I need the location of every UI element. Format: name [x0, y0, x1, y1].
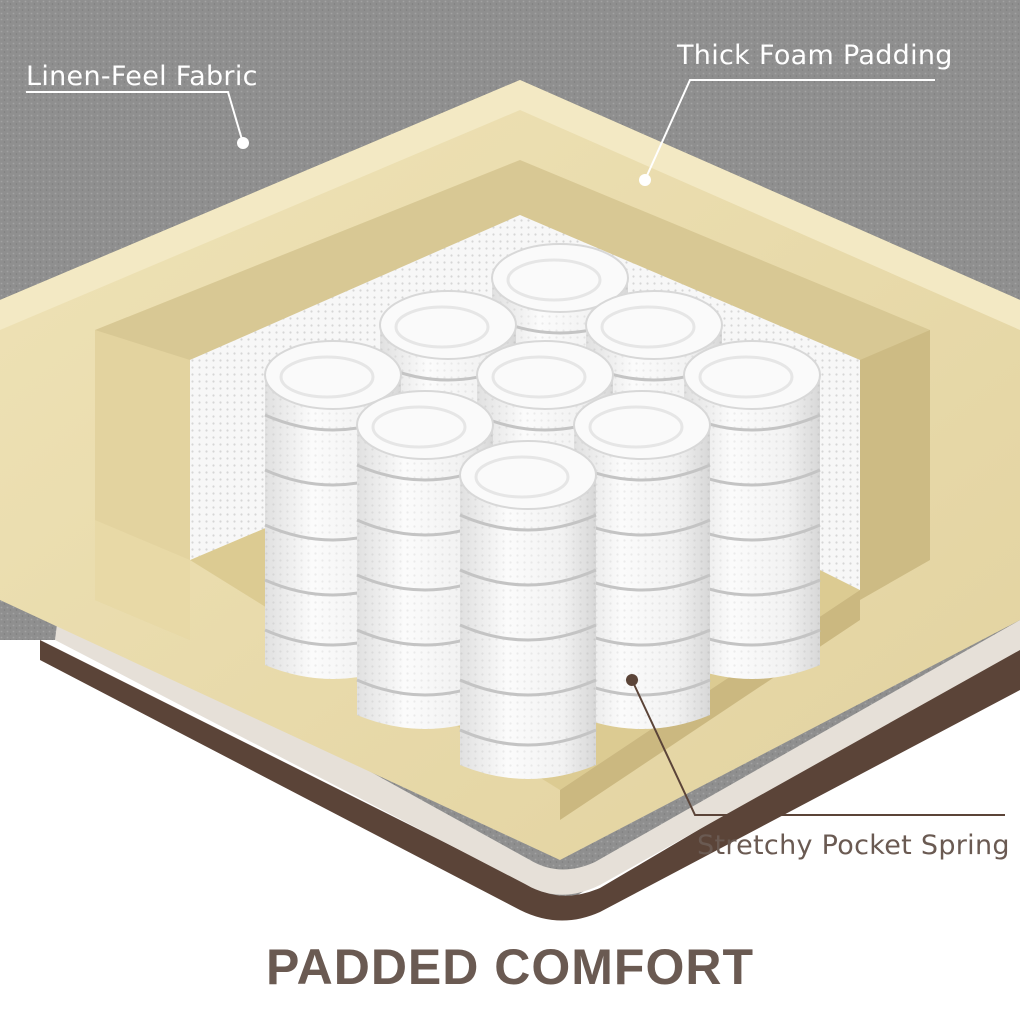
callout-spring-pointer [626, 674, 1005, 816]
callout-foam-label: Thick Foam Padding [677, 40, 953, 71]
base-layer [55, 600, 1020, 895]
base-edge [40, 640, 1020, 921]
callout-fabric-label: Linen-Feel Fabric [26, 61, 258, 92]
infographic-title: PADDED COMFORT [265, 939, 755, 995]
callout-fabric-pointer [26, 91, 249, 149]
callout-spring-label: Stretchy Pocket Spring [697, 830, 1010, 861]
callout-foam-pointer [639, 79, 935, 186]
